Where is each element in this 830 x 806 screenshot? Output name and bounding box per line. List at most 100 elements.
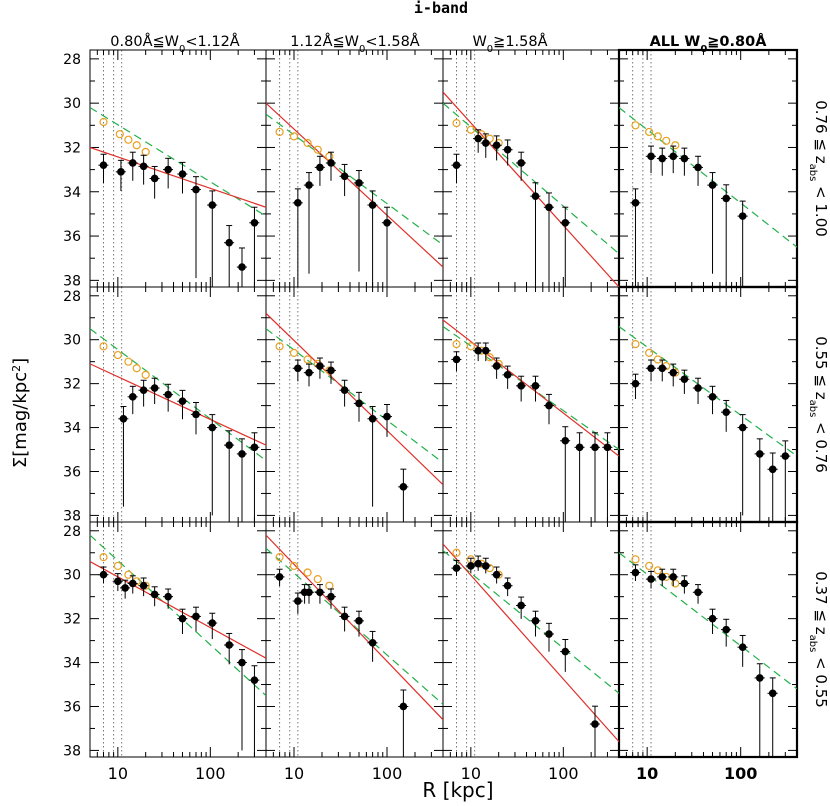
data-point-6 (368, 414, 377, 423)
data-point-0 (275, 573, 284, 581)
data-point-7 (383, 412, 391, 421)
data-point-10 (238, 263, 246, 271)
chart-title: i-band (414, 0, 468, 17)
y-axis-label: Σ[mag/kpc2] (10, 358, 32, 468)
column-title-3: ALL W0≧0.80Å (650, 33, 768, 55)
data-point-3 (128, 579, 137, 588)
data-point-8 (192, 612, 200, 621)
data-point-6 (178, 170, 187, 178)
data-point-11 (250, 218, 259, 227)
data-point-5 (150, 590, 159, 599)
data-point-6 (192, 410, 200, 419)
fit-line-red (443, 91, 619, 287)
data-point-5 (694, 384, 702, 392)
data-point-8 (208, 201, 217, 209)
data-point-10 (250, 443, 259, 452)
data-point-1 (294, 597, 302, 605)
data-point-5 (503, 581, 512, 590)
panel-frame (89, 49, 267, 288)
reference-point-0 (452, 548, 461, 557)
reference-point-1 (645, 127, 654, 137)
data-point-7 (722, 625, 730, 634)
panel-data-2-1 (266, 534, 443, 757)
y-tick-label: 28 (63, 289, 81, 305)
data-point-4 (340, 172, 349, 181)
reference-point-4 (671, 141, 680, 150)
data-point-0 (294, 199, 302, 207)
reference-point-1 (466, 342, 475, 351)
reference-point-0 (452, 118, 461, 128)
reference-point-3 (313, 145, 322, 154)
panel-1-1 (265, 286, 444, 523)
reference-point-2 (303, 568, 312, 577)
data-point-2 (316, 362, 324, 370)
y-tick-label: 38 (63, 508, 81, 524)
reference-point-4 (141, 370, 150, 379)
data-point-7 (722, 408, 730, 416)
reference-point-1 (466, 125, 475, 134)
data-point-3 (150, 384, 159, 392)
data-point-0 (452, 564, 461, 572)
panel-data-1-3 (619, 326, 797, 522)
data-point-9 (755, 450, 764, 458)
reference-point-2 (653, 355, 662, 364)
panel-frame (617, 48, 799, 289)
data-point-6 (340, 612, 349, 621)
data-point-3 (481, 562, 490, 570)
panel-2-1 (265, 521, 444, 758)
data-point-1 (117, 168, 125, 176)
fit-line-red (443, 319, 619, 457)
data-point-10 (768, 465, 777, 474)
data-point-8 (738, 423, 747, 432)
column-title-2: W0≧1.58Å (472, 33, 547, 55)
reference-point-1 (289, 348, 299, 357)
data-point-10 (591, 720, 599, 728)
data-point-0 (631, 568, 640, 577)
reference-point-4 (325, 152, 334, 161)
data-point-2 (139, 386, 148, 395)
data-point-4 (680, 154, 689, 163)
data-point-10 (768, 689, 777, 698)
fit-line-red (266, 534, 443, 721)
data-point-5 (164, 165, 172, 174)
reference-point-3 (132, 364, 141, 373)
data-point-2 (121, 584, 129, 592)
data-point-3 (139, 162, 148, 171)
data-point-6 (517, 601, 525, 610)
panel-data-0-1 (266, 102, 443, 287)
data-point-4 (164, 390, 172, 399)
data-point-4 (503, 371, 512, 379)
reference-point-2 (653, 566, 662, 575)
data-point-3 (492, 362, 501, 370)
panel-0-0 (89, 49, 267, 288)
data-point-9 (208, 619, 217, 627)
panel-frame (442, 286, 620, 523)
data-point-8 (368, 638, 377, 647)
data-point-5 (178, 397, 187, 406)
panel-data-2-2 (443, 543, 619, 757)
data-point-5 (517, 382, 525, 390)
data-point-9 (575, 443, 584, 452)
data-point-9 (561, 647, 570, 656)
fit-line-green (90, 107, 266, 217)
column-title-1: 1.12Å≦W0<1.58Å (290, 33, 420, 55)
reference-point-2 (124, 570, 133, 579)
data-point-4 (492, 570, 501, 579)
data-point-7 (355, 617, 363, 625)
fit-line-red (266, 312, 443, 486)
reference-point-1 (645, 561, 654, 571)
data-point-5 (355, 179, 363, 187)
y-tick-label: 32 (63, 612, 81, 628)
panel-data-1-0 (90, 328, 266, 522)
panel-0-1 (265, 49, 444, 288)
data-point-1 (647, 152, 655, 161)
panel-frame (89, 521, 267, 758)
reference-point-3 (662, 136, 671, 145)
fit-line-green (266, 328, 443, 464)
panel-data-2-3 (619, 552, 797, 757)
y-tick-label: 28 (63, 52, 81, 68)
data-point-9 (238, 450, 246, 458)
fit-line-green (266, 547, 443, 705)
reference-point-0 (275, 553, 284, 562)
data-point-7 (383, 218, 391, 227)
